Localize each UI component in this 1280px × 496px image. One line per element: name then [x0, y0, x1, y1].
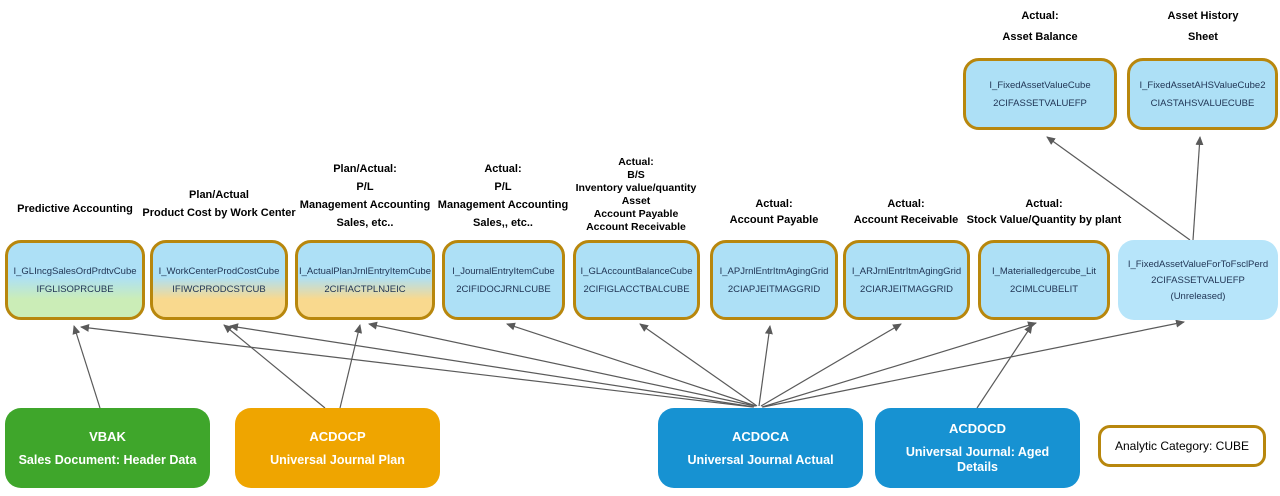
cube-workcenter-prodcost: I_WorkCenterProdCostCube IFIWCPRODCSTCUB	[150, 240, 288, 320]
label-stock-value: Actual: Stock Value/Quantity by plant	[966, 198, 1122, 226]
label-predictive-accounting: Predictive Accounting	[17, 203, 133, 215]
label-actual-bs: Actual: B/S Inventory value/quantity Ass…	[575, 156, 697, 233]
arrow-acdoca-to-journalentry-cube	[506, 322, 757, 407]
source-acdocp: ACDOCP Universal Journal Plan	[235, 408, 440, 488]
arrow-fixedasset-to-assethistory-cube	[1192, 136, 1204, 241]
arrow-acdoca-to-fixedasset-cube	[762, 319, 1185, 408]
cube-ar-aging-grid: I_ARJrnlEntrItmAgingGrid 2CIARJEITMAGGRI…	[843, 240, 970, 320]
arrow-acdoca-to-actualplan-cube	[368, 321, 756, 407]
arrow-acdocd-to-materialledger-cube	[976, 324, 1033, 409]
cube-actualplan-jrnl-entry: I_ActualPlanJrnlEntryItemCube 2CIFIACTPL…	[295, 240, 435, 320]
cube-fixed-asset-value: I_FixedAssetValueCube 2CIFASSETVALUEFP	[963, 58, 1117, 130]
label-asset-balance: Actual: Asset Balance	[1002, 10, 1078, 43]
arrow-acdoca-to-ar-aging-cube	[760, 323, 902, 407]
source-vbak: VBAK Sales Document: Header Data	[5, 408, 210, 488]
arrow-acdoca-to-ap-aging-cube	[758, 325, 773, 407]
cube-fixed-asset-fscl-perd: I_FixedAssetValueForToFsclPerd 2CIFASSET…	[1118, 240, 1278, 320]
legend-analytic-category: Analytic Category: CUBE	[1098, 425, 1266, 467]
arrow-acdoca-to-predictive-cube	[80, 323, 754, 408]
cube-predictive-accounting: I_GLIncgSalesOrdPrdtvCube IFGLISOPRCUBE	[5, 240, 145, 320]
arrow-acdoca-to-materialledger-cube	[761, 321, 1037, 408]
cube-material-ledger: I_Materialledgercube_Lit 2CIMLCUBELIT	[978, 240, 1110, 320]
cube-gl-account-balance: I_GLAccountBalanceCube 2CIFIGLACCTBALCUB…	[573, 240, 700, 320]
arrow-acdocp-to-workcenter-cube	[223, 324, 326, 409]
label-account-payable: Actual: Account Payable	[729, 198, 819, 226]
cube-journal-entry-item: I_JournalEntryItemCube 2CIFIDOCJRNLCUBE	[442, 240, 565, 320]
legend-text: Analytic Category: CUBE	[1114, 439, 1250, 453]
label-plan-actual-pl: Plan/Actual: P/L Management Accounting S…	[299, 163, 431, 229]
arrow-acdoca-to-workcenter-cube	[229, 323, 755, 408]
source-acdoca: ACDOCA Universal Journal Actual	[658, 408, 863, 488]
source-acdocd: ACDOCD Universal Journal: Aged Details	[875, 408, 1080, 488]
label-asset-history-sheet: Actual: Asset History Sheet	[1167, 0, 1239, 43]
arrow-vbak-to-predictive-cube	[72, 325, 101, 409]
label-actual-pl: Actual: P/L Management Accounting Sales,…	[437, 163, 569, 229]
arrow-acdocp-to-actualplan-cube	[339, 324, 363, 409]
arrow-acdoca-to-glbalance-cube	[639, 323, 758, 407]
label-account-receivable: Actual: Account Receivable	[853, 198, 959, 226]
cube-fixed-asset-ahs-value: I_FixedAssetAHSValueCube2 CIASTAHSVALUEC…	[1127, 58, 1278, 130]
label-product-cost: Plan/Actual Product Cost by Work Center	[142, 189, 296, 219]
cube-ap-aging-grid: I_APJrnlEntrItmAgingGrid 2CIAPJEITMAGGRI…	[710, 240, 838, 320]
